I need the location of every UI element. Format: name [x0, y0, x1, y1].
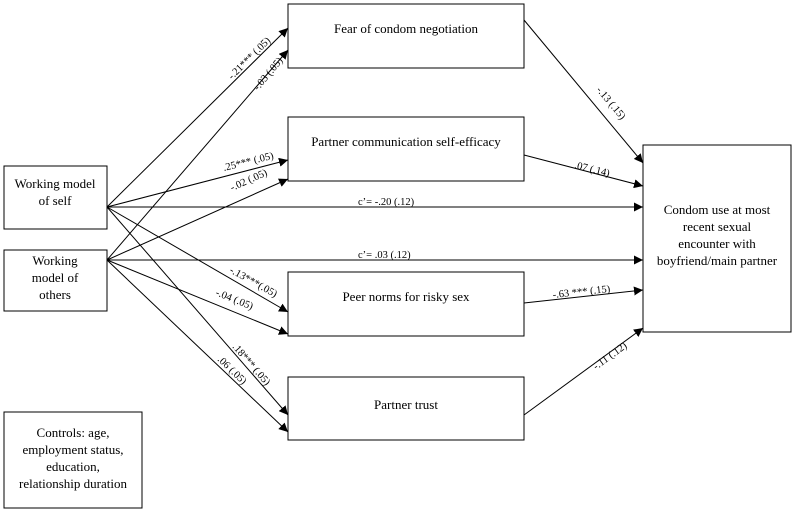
edge-fear-outcome [523, 19, 644, 164]
node-controls-line-2: employment status, [22, 442, 123, 457]
edge-self-peer [106, 206, 289, 313]
node-fear-label: Fear of condom negotiation [334, 21, 479, 36]
node-others-line-1: Working [32, 253, 78, 268]
edge-self-comm [106, 157, 289, 208]
node-others-line-2: model of [32, 270, 79, 285]
node-outcome-line-4: boyfriend/main partner [657, 253, 778, 268]
node-self-line-2: of self [39, 193, 73, 208]
coef-trust-outcome: -.11 (.12) [591, 340, 629, 372]
coef-comm-outcome: .07 (.14) [573, 160, 611, 179]
node-partner-communication: Partner communication self-efficacy [287, 116, 525, 182]
node-trust-label: Partner trust [374, 397, 438, 412]
node-partner-trust: Partner trust [287, 376, 525, 441]
node-others-line-3: others [39, 287, 71, 302]
node-outcome-line-3: encounter with [678, 236, 756, 251]
node-controls: Controls: age, employment status, educat… [3, 411, 143, 509]
node-peer-label: Peer norms for risky sex [342, 289, 470, 304]
node-controls-line-4: relationship duration [19, 476, 127, 491]
coef-others-outcome: c’= .03 (.12) [358, 250, 411, 261]
edge-peer-outcome [523, 286, 644, 304]
edge-others-trust [106, 259, 289, 433]
coef-others-fear: -.03 (.05) [252, 55, 286, 93]
coef-others-peer: -.04 (.05) [214, 288, 255, 313]
node-working-model-self: Working model of self [3, 165, 108, 230]
node-working-model-others: Working model of others [3, 249, 108, 312]
coef-peer-outcome: -.63 *** (.15) [552, 284, 611, 301]
edge-others-comm [106, 178, 289, 261]
node-controls-line-1: Controls: age, [37, 425, 110, 440]
edge-comm-outcome [523, 154, 644, 189]
edge-trust-outcome [523, 327, 644, 416]
node-controls-line-3: education, [46, 459, 100, 474]
node-fear-condom-negotiation: Fear of condom negotiation [287, 3, 525, 69]
node-self-line-1: Working model [15, 176, 96, 191]
node-peer-norms: Peer norms for risky sex [287, 271, 525, 337]
node-comm-label: Partner communication self-efficacy [311, 134, 501, 149]
node-outcome-line-2: recent sexual [683, 219, 752, 234]
coef-fear-outcome: -.13 (.15) [594, 85, 628, 123]
edge-self-trust [106, 206, 289, 416]
edge-others-peer [106, 259, 289, 335]
edges [106, 19, 644, 433]
coef-self-outcome: c’= -.20 (.12) [358, 197, 415, 208]
edge-self-fear [106, 27, 289, 208]
node-outcome-line-1: Condom use at most [664, 202, 771, 217]
node-condom-use-outcome: Condom use at most recent sexual encount… [642, 144, 792, 333]
